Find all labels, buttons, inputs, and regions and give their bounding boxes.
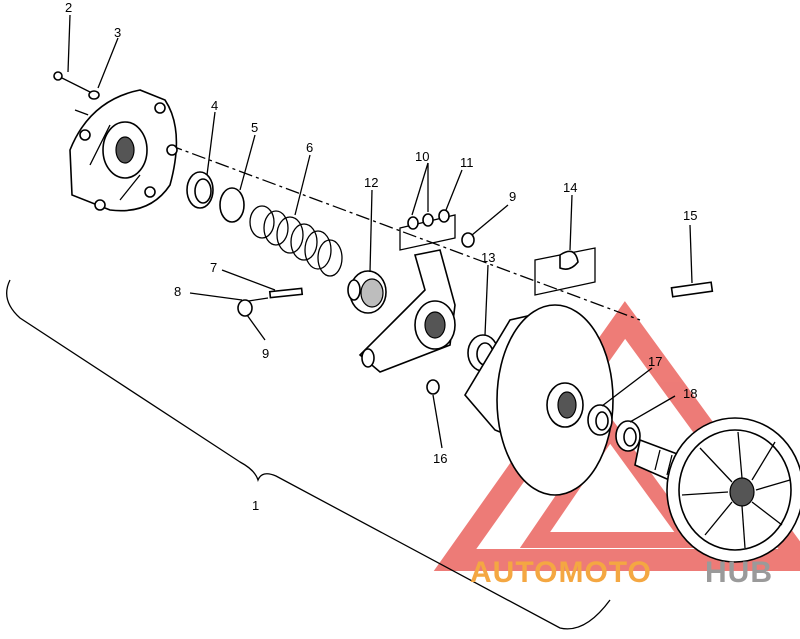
lock-washer <box>88 90 100 100</box>
cover-plate <box>69 89 178 212</box>
callout-10: 10 <box>415 149 429 164</box>
callout-9-right: 9 <box>509 189 516 204</box>
callout-14: 14 <box>563 180 577 195</box>
watermark-text: AUTOMOTO HUB <box>470 556 773 589</box>
nut-16 <box>426 379 440 395</box>
callout-6: 6 <box>306 140 313 155</box>
bushing-4 <box>186 171 214 209</box>
watermark-text-orange: AUTOMOTO <box>470 556 652 589</box>
callout-5: 5 <box>251 120 258 135</box>
callout-3: 3 <box>114 25 121 40</box>
callout-4: 4 <box>211 98 218 113</box>
callout-labels: 1 2 3 4 5 6 7 8 9 9 10 11 12 13 14 15 16… <box>65 0 697 513</box>
clip-14 <box>534 247 596 296</box>
rollers-10-11 <box>399 209 456 251</box>
callout-8: 8 <box>174 284 181 299</box>
nut-9-right <box>461 232 475 248</box>
spring-6 <box>249 205 343 277</box>
moveable-sheave <box>464 304 614 496</box>
pin-15 <box>670 281 714 298</box>
callout-17: 17 <box>648 354 662 369</box>
callout-7: 7 <box>210 260 217 275</box>
watermark-text-gray: HUB <box>705 556 773 589</box>
pin-7 <box>268 287 304 299</box>
bushing-17 <box>587 404 613 436</box>
callout-11: 11 <box>460 155 474 170</box>
assembly-brace <box>6 279 611 630</box>
callout-9-left: 9 <box>262 346 269 361</box>
nut-9-left <box>237 299 253 317</box>
snap-ring-5 <box>219 187 245 223</box>
callout-12: 12 <box>364 175 378 190</box>
cap-screw <box>53 71 91 93</box>
callout-16: 16 <box>433 451 447 466</box>
roller-12 <box>347 270 387 314</box>
callout-18: 18 <box>683 386 697 401</box>
spider-arm <box>358 249 456 373</box>
callout-1: 1 <box>252 498 259 513</box>
leader-lines <box>67 14 693 449</box>
callout-13: 13 <box>481 250 495 265</box>
callout-2: 2 <box>65 0 72 15</box>
stationary-sheave <box>634 417 800 563</box>
callout-15: 15 <box>683 208 697 223</box>
bushing-18 <box>615 420 641 452</box>
